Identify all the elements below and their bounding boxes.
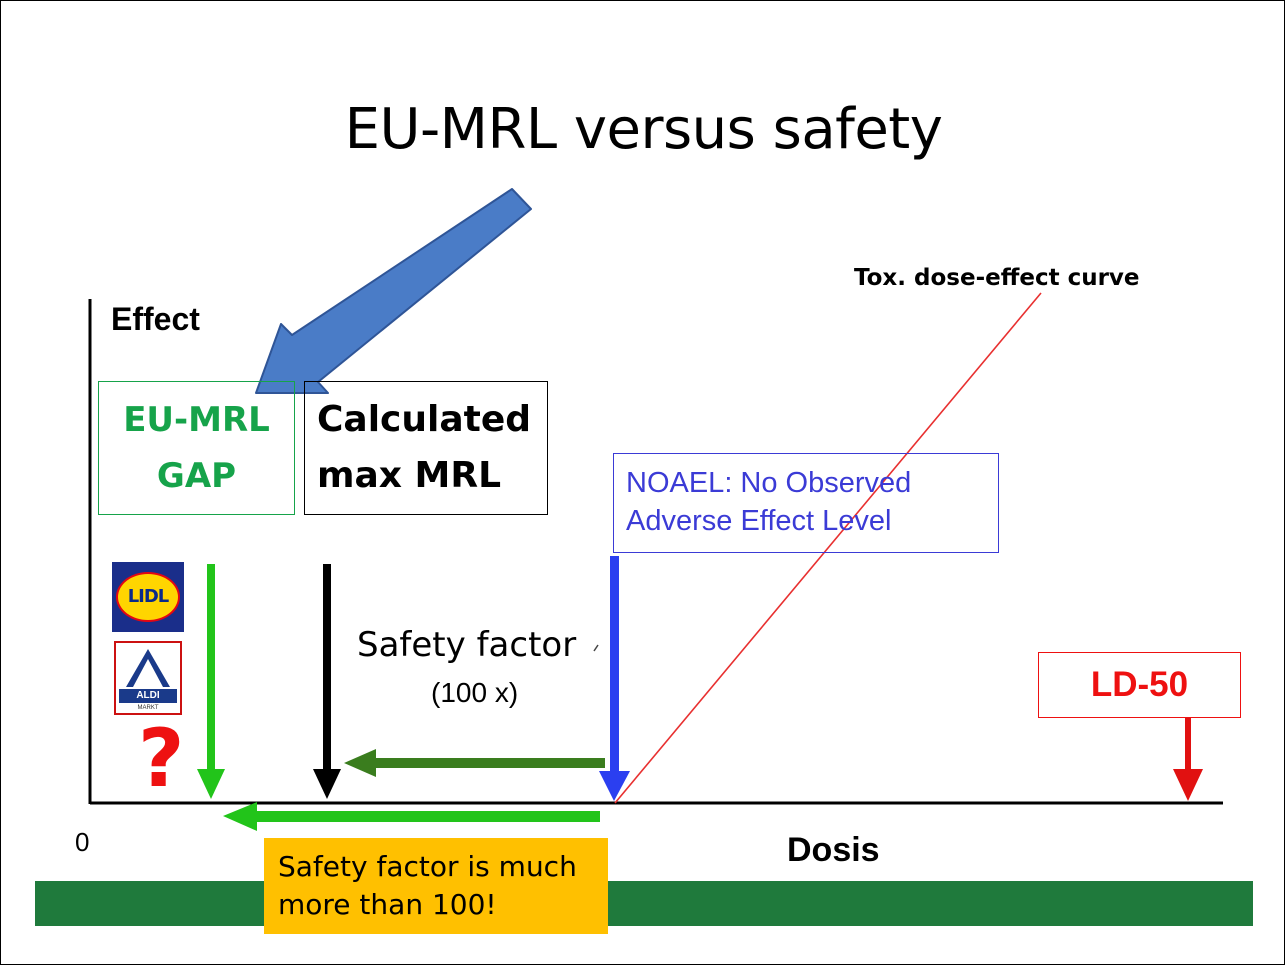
ld50-arrow (1173, 718, 1203, 801)
footer-band (35, 881, 1253, 926)
aldi-mark-icon (126, 649, 170, 687)
eu-mrl-gap-box: EU-MRL GAP (98, 381, 295, 515)
calc-line-2: max MRL (317, 455, 502, 496)
safety-factor-value: (100 x) (431, 677, 519, 708)
question-mark: ? (138, 712, 185, 805)
safety-factor-tick (593, 644, 599, 652)
safety-note-box: Safety factor is much more than 100! (264, 838, 608, 934)
origin-label: 0 (75, 827, 90, 857)
slide-title: EU-MRL versus safety (344, 97, 943, 162)
noael-box: NOAEL: No Observed Adverse Effect Level (613, 453, 999, 553)
safety-factor-arrow (344, 749, 605, 777)
calc-line-1: Calculated (317, 399, 532, 440)
calculated-max-mrl-box: Calculated max MRL (304, 381, 548, 515)
ld50-box: LD-50 (1038, 652, 1241, 718)
noael-arrow (599, 556, 630, 801)
lidl-logo-text: LIDL (116, 572, 180, 622)
calculated-mrl-arrow (313, 564, 341, 799)
eu-mrl-line-1: EU-MRL (123, 400, 270, 440)
tox-curve-line (614, 292, 1042, 804)
eu-mrl-line-2: GAP (156, 456, 237, 496)
gap-arrow (223, 802, 600, 831)
noael-line-2: Adverse Effect Level (626, 505, 892, 537)
callout-arrow (255, 188, 532, 394)
aldi-logo-subtext: MARKT (137, 705, 159, 711)
eu-mrl-arrow (197, 564, 225, 799)
aldi-logo: ALDI MARKT (114, 641, 182, 715)
noael-line-1: NOAEL: No Observed (626, 467, 912, 499)
lidl-logo: LIDL (112, 562, 184, 632)
safety-factor-label: Safety factor (357, 625, 577, 665)
note-line-1: Safety factor is much (278, 850, 577, 883)
aldi-logo-text: ALDI (119, 689, 177, 703)
x-axis-label: Dosis (787, 831, 880, 869)
curve-label: Tox. dose-effect curve (854, 265, 1140, 291)
y-axis-label: Effect (111, 301, 200, 337)
note-line-2: more than 100! (278, 888, 497, 921)
